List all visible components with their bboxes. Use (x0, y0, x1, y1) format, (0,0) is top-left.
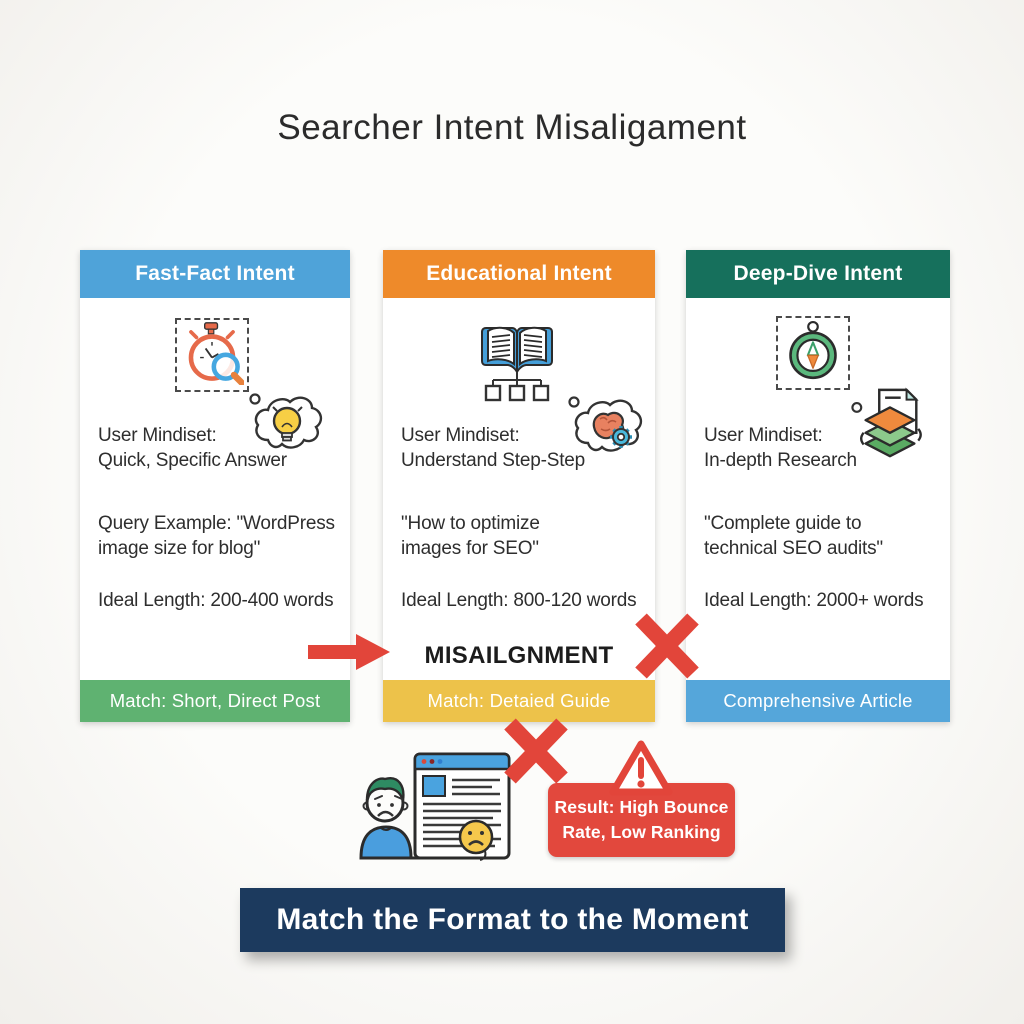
card-educational-header: Educational Intent (383, 250, 655, 298)
red-x-icon (629, 610, 705, 687)
card-deep-dive-header: Deep-Dive Intent (686, 250, 950, 298)
dashed-frame (175, 318, 249, 392)
result-line2: Rate, Low Ranking (562, 822, 721, 842)
page-title: Searcher Intent Misaligament (277, 108, 747, 147)
card-fast-fact-footer: Match: Short, Direct Post (80, 680, 350, 722)
red-arrow-icon (308, 632, 392, 677)
query-line2: image size for blog" (98, 538, 261, 559)
card-deep-dive: Deep-Dive Intent (686, 250, 950, 722)
card-educational-footer: Match: Detaied Guide (383, 680, 655, 722)
mindset-value: Quick, Specific Answer (98, 450, 287, 471)
thought-bubble-lightbulb-icon (248, 388, 326, 465)
card-fast-fact: Fast-Fact Intent (80, 250, 350, 722)
query-text: "How to optimize images for SEO" (401, 511, 649, 561)
stopwatch-magnifier-icon (180, 321, 247, 390)
layered-documents-icon (850, 386, 928, 469)
query-text: "Complete guide to technical SEO audits" (704, 511, 944, 561)
length-text: Ideal Length: 2000+ words (704, 590, 924, 611)
card-fast-fact-header: Fast-Fact Intent (80, 250, 350, 298)
open-book-flowchart-icon (478, 314, 556, 411)
query-line1: Query Example: "WordPress (98, 513, 335, 534)
frustrated-user-illustration (355, 748, 515, 878)
mindset-value: In-depth Research (704, 450, 857, 471)
thought-bubble-brain-gear-icon (568, 393, 646, 468)
mindset-text: User Mindiset: In-depth Research (704, 423, 944, 473)
length-text: Ideal Length: 800-120 words (401, 590, 637, 611)
mindset-label: User Mindiset: (401, 425, 520, 446)
query-line1: "Complete guide to (704, 513, 862, 534)
result-line1: Result: High Bounce (554, 797, 729, 817)
card-educational: Educational Intent (383, 250, 655, 722)
misalignment-label: MISAILGNMENT (424, 642, 614, 669)
card-deep-dive-footer: Comprehensive Article (686, 680, 950, 722)
query-text: Query Example: "WordPress image size for… (98, 511, 344, 561)
mindset-text: User Mindiset: Understand Step-Step (401, 423, 649, 473)
compass-icon (781, 319, 845, 388)
bottom-banner: Match the Format to the Moment (240, 888, 785, 952)
result-alert-box: Result: High Bounce Rate, Low Ranking (548, 783, 735, 857)
query-line1: "How to optimize (401, 513, 540, 534)
mindset-label: User Mindiset: (704, 425, 823, 446)
dashed-frame (776, 316, 850, 390)
warning-triangle-icon (609, 740, 673, 803)
mindset-label: User Mindiset: (98, 425, 217, 446)
red-x-icon (498, 715, 574, 792)
mindset-value: Understand Step-Step (401, 450, 586, 471)
mindset-text: User Mindiset: Quick, Specific Answer (98, 423, 344, 473)
length-text: Ideal Length: 200-400 words (98, 590, 334, 611)
query-line2: images for SEO" (401, 538, 539, 559)
query-line2: technical SEO audits" (704, 538, 883, 559)
